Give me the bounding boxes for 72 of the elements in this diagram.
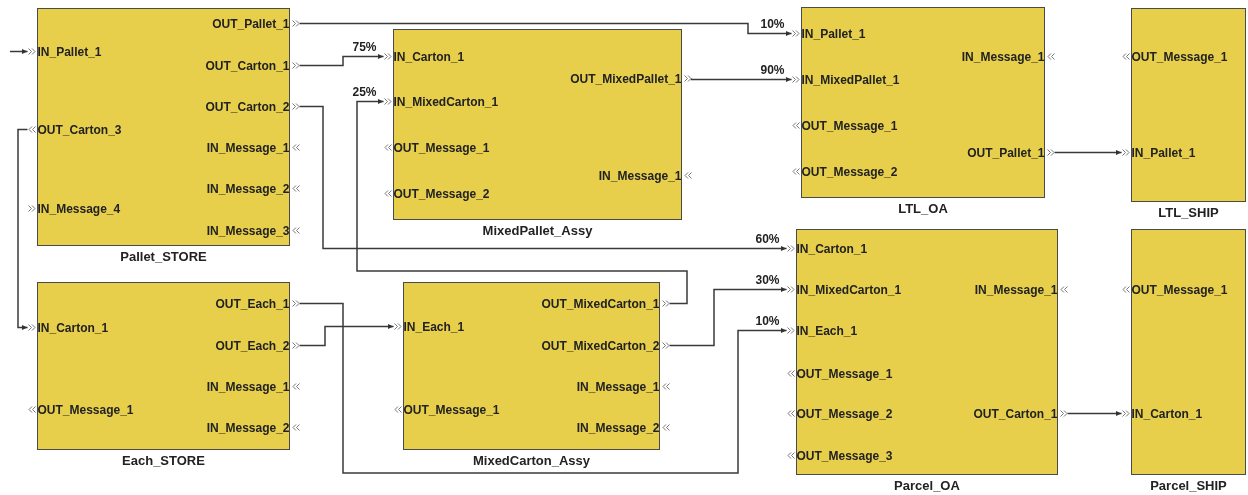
port-label: IN_Message_1 (974, 281, 1058, 298)
edge-label: 60% (754, 232, 781, 246)
port-label: OUT_Carton_1 (205, 57, 290, 74)
connector-line (1053, 149, 1123, 156)
port-label: IN_Message_1 (598, 167, 682, 184)
port-label: IN_Message_2 (206, 180, 290, 197)
block-title: Parcel_SHIP (1150, 478, 1227, 493)
port-label: OUT_Pallet_1 (967, 144, 1045, 161)
edge-label: 10% (754, 314, 781, 328)
port-label: IN_Message_3 (206, 222, 290, 239)
port-label: OUT_Message_1 (393, 139, 490, 156)
port-label: IN_MixedCarton_1 (393, 93, 499, 110)
port-label: IN_Carton_1 (1131, 405, 1203, 422)
port-label: OUT_Message_1 (796, 365, 893, 382)
port-label: OUT_Each_1 (215, 295, 290, 312)
port-label: IN_MixedPallet_1 (801, 71, 900, 88)
edge-label: 10% (759, 17, 786, 31)
port-label: IN_Message_1 (206, 139, 290, 156)
port-label: OUT_Message_1 (1131, 48, 1228, 65)
connector-line (298, 323, 395, 347)
port-label: IN_Message_2 (576, 419, 660, 436)
block-title: Each_STORE (122, 453, 205, 468)
connector-line (298, 105, 788, 252)
port-label: IN_Message_4 (37, 200, 121, 217)
edge-label: 30% (754, 273, 781, 287)
connector-line (1066, 410, 1123, 417)
block-title: Pallet_STORE (120, 249, 207, 264)
connector-line (690, 76, 793, 83)
port-label: OUT_Message_1 (1131, 281, 1228, 298)
connector-line (9, 48, 29, 55)
connector-line (356, 98, 688, 305)
connector-line (298, 302, 788, 474)
port-label: IN_Message_1 (576, 378, 660, 395)
port-label: IN_Carton_1 (393, 48, 465, 65)
port-label: OUT_Carton_1 (973, 405, 1058, 422)
port-label: OUT_Message_2 (796, 405, 893, 422)
port-label: OUT_Message_1 (801, 117, 898, 134)
port-label: OUT_Pallet_1 (212, 15, 290, 32)
edge-label: 25% (351, 85, 378, 99)
port-label: IN_Message_2 (206, 419, 290, 436)
connector-line (17, 128, 29, 331)
port-label: OUT_Each_2 (215, 337, 290, 354)
block-title: MixedPallet_Assy (482, 223, 593, 238)
port-label: IN_MixedCarton_1 (796, 281, 902, 298)
port-label: IN_Pallet_1 (1131, 144, 1196, 161)
port-label: IN_Pallet_1 (37, 43, 102, 60)
connector-line (298, 22, 793, 37)
port-label: OUT_MixedCarton_1 (541, 295, 660, 312)
port-label: IN_Message_1 (206, 378, 290, 395)
port-label: OUT_Message_2 (801, 163, 898, 180)
block-title: Parcel_OA (894, 478, 960, 493)
port-label: OUT_MixedPallet_1 (570, 70, 682, 87)
edge-label: 75% (351, 40, 378, 54)
connector-line (668, 286, 788, 347)
port-label: IN_Carton_1 (37, 319, 109, 336)
block-title: MixedCarton_Assy (472, 453, 590, 468)
port-label: OUT_Message_1 (403, 401, 500, 418)
block-title: LTL_OA (898, 201, 948, 216)
port-label: OUT_MixedCarton_2 (541, 337, 660, 354)
port-label: IN_Message_1 (961, 48, 1045, 65)
port-label: IN_Carton_1 (796, 240, 868, 257)
connector-line (298, 53, 385, 67)
port-label: OUT_Message_3 (796, 447, 893, 464)
edge-label: 90% (759, 63, 786, 77)
block-title: LTL_SHIP (1158, 205, 1219, 220)
port-label: IN_Each_1 (403, 318, 465, 335)
port-label: OUT_Carton_2 (205, 98, 290, 115)
port-label: OUT_Carton_3 (37, 121, 122, 138)
port-label: OUT_Message_1 (37, 401, 134, 418)
port-label: IN_Pallet_1 (801, 25, 866, 42)
port-label: IN_Each_1 (796, 322, 858, 339)
port-label: OUT_Message_2 (393, 185, 490, 202)
